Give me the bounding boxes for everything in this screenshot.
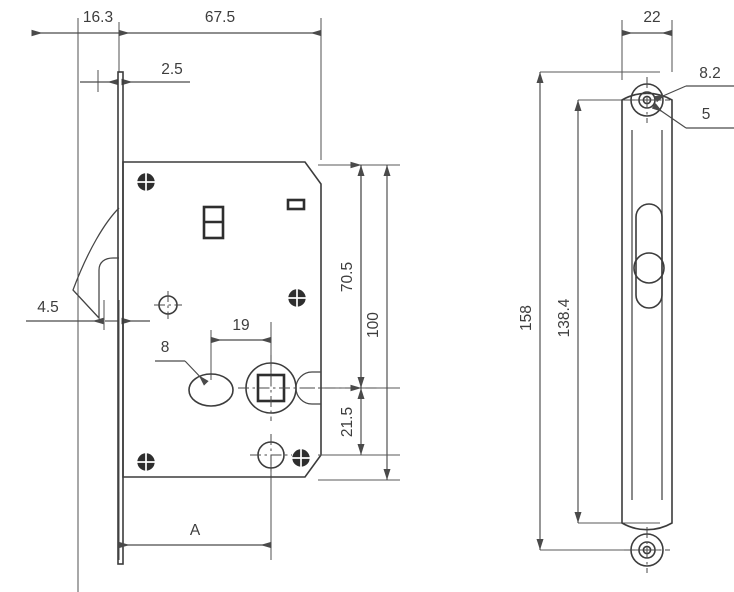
dim-label-4-5: 4.5 (37, 299, 59, 316)
dimension-spindle-to-oval: 19 (210, 317, 272, 344)
screw-hole-bottom-left (137, 453, 155, 471)
dim-label-21-5: 21.5 (339, 407, 356, 437)
dim-label-A: A (190, 522, 201, 539)
front-section-view: 16.3 67.5 2.5 4.5 (26, 9, 400, 592)
dimension-variable-backset: A (118, 522, 272, 549)
screw-hole-bottom-right (292, 449, 310, 467)
dimension-upper-center-height: 70.5 (339, 161, 365, 392)
dim-label-8-2: 8.2 (699, 65, 721, 82)
dim-label-138-4: 138.4 (556, 298, 573, 337)
dim-label-67-5: 67.5 (205, 9, 235, 26)
dim-label-100: 100 (365, 312, 382, 338)
dim-label-16-3: 16.3 (83, 9, 113, 26)
dimension-total-height: 100 (365, 165, 391, 480)
dimension-faceplate-thickness: 2.5 (80, 61, 190, 86)
leader-screw-outer-dia: 8.2 (654, 65, 734, 103)
screw-hole-top-left (137, 173, 155, 191)
follower-hole-upper (154, 291, 182, 319)
hook-bolt (72, 207, 120, 320)
fixing-screw-holes (137, 173, 310, 471)
dimension-screw-spacing: 138.4 (556, 100, 582, 523)
dim-label-22: 22 (643, 9, 660, 26)
dim-label-8: 8 (161, 339, 170, 356)
dim-label-19: 19 (232, 317, 249, 334)
dim-label-5: 5 (702, 106, 711, 123)
dim-label-70-5: 70.5 (339, 262, 356, 292)
latch-bolt (295, 371, 380, 405)
faceplate-side-view: 22 8.2 (518, 9, 734, 573)
body-face-markings (202, 198, 306, 240)
dimension-faceplate-length: 158 (518, 72, 544, 550)
dim-label-2-5: 2.5 (161, 61, 183, 78)
dimension-faceplate-width: 22 (621, 9, 673, 37)
dimension-lower-center-height: 21.5 (318, 388, 400, 456)
countersunk-screw-hole-bottom (624, 527, 670, 573)
dimension-forend-offset: 4.5 (26, 299, 150, 325)
dimension-body-length: 67.5 (118, 9, 322, 37)
leader-oval-hole: 8 (155, 339, 209, 386)
oval-cylinder-hole (188, 373, 234, 407)
faceplate-oval-slot (633, 203, 665, 309)
leader-screw-inner-dia: 5 (651, 102, 734, 129)
dim-label-158: 158 (518, 305, 535, 331)
screw-hole-mid-right (288, 289, 306, 307)
faceplate-outline (621, 92, 673, 531)
dimension-backset-front: 16.3 (31, 9, 119, 37)
follower-hole-lower (250, 434, 292, 476)
